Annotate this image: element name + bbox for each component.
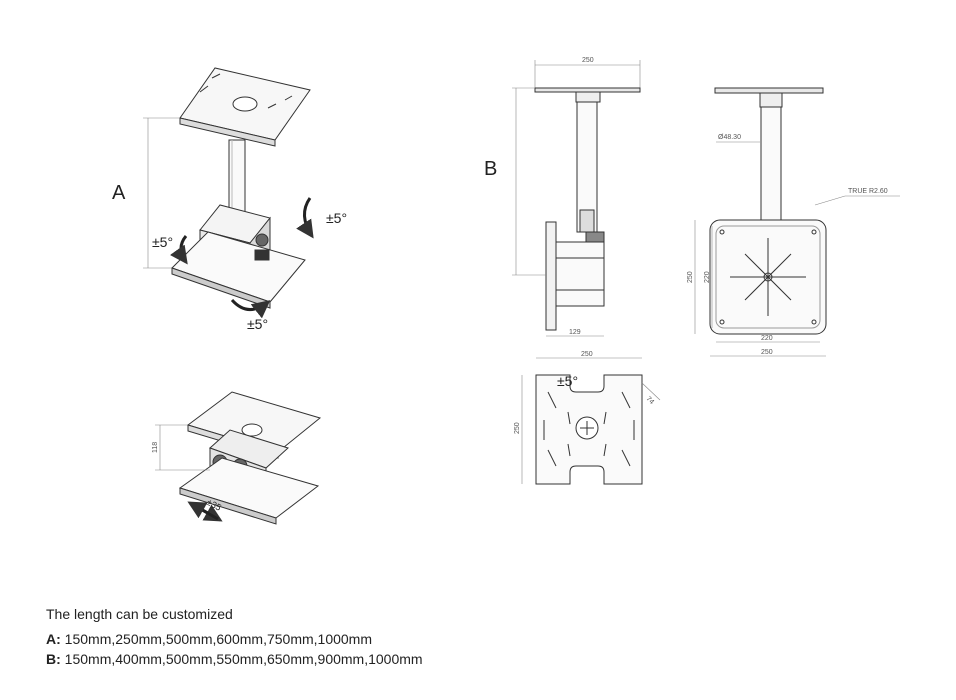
caption-key-a: A: xyxy=(46,631,61,647)
view-b-side xyxy=(512,60,641,337)
caption-heading: The length can be customized xyxy=(46,606,233,622)
dim-tube-diameter: Ø48.30 xyxy=(718,134,741,141)
caption-key-b: B: xyxy=(46,651,61,667)
dim-top-plate-width: 250 xyxy=(581,351,593,358)
dim-plate-outer-h: 250 xyxy=(687,271,694,283)
view-b-plate-plan xyxy=(521,357,661,485)
view-a-isometric xyxy=(143,67,314,319)
dim-top-plate-height: 250 xyxy=(514,422,521,434)
caption-values-a: 150mm,250mm,500mm,600mm,750mm,1000mm xyxy=(64,631,373,647)
view-a-compact xyxy=(155,391,322,525)
dim-corner-radius: TRUE R2.60 xyxy=(848,188,888,195)
dim-adjust-height: 118 xyxy=(152,442,159,453)
caption-line-b: B: 150mm,400mm,500mm,550mm,650mm,900mm,1… xyxy=(46,651,423,667)
technical-drawing: 250 Ø48.30 TRUE R2.60 250 220 220 250 12… xyxy=(143,57,900,525)
dim-plate-outer-w: 250 xyxy=(761,349,773,356)
rotation-tilt-right: ±5° xyxy=(326,210,348,226)
caption-values-b: 150mm,400mm,500mm,550mm,650mm,900mm,1000… xyxy=(64,651,423,667)
dim-plate-inner-w: 220 xyxy=(761,335,773,342)
dim-slot-width: 74 xyxy=(645,395,656,406)
dim-bracket-depth: 129 xyxy=(569,329,581,336)
caption-line-a: A: 150mm,250mm,500mm,600mm,750mm,1000mm xyxy=(46,631,372,647)
view-b-front xyxy=(694,87,900,357)
rotation-swivel: ±5° xyxy=(247,316,269,332)
rotation-plate-view: ±5° xyxy=(557,373,579,389)
view-label-b: B xyxy=(484,158,498,180)
dim-side-width: 250 xyxy=(582,57,594,64)
view-label-a: A xyxy=(112,182,126,204)
dim-plate-inner-h: 220 xyxy=(704,271,711,283)
rotation-tilt-left: ±5° xyxy=(152,234,174,250)
